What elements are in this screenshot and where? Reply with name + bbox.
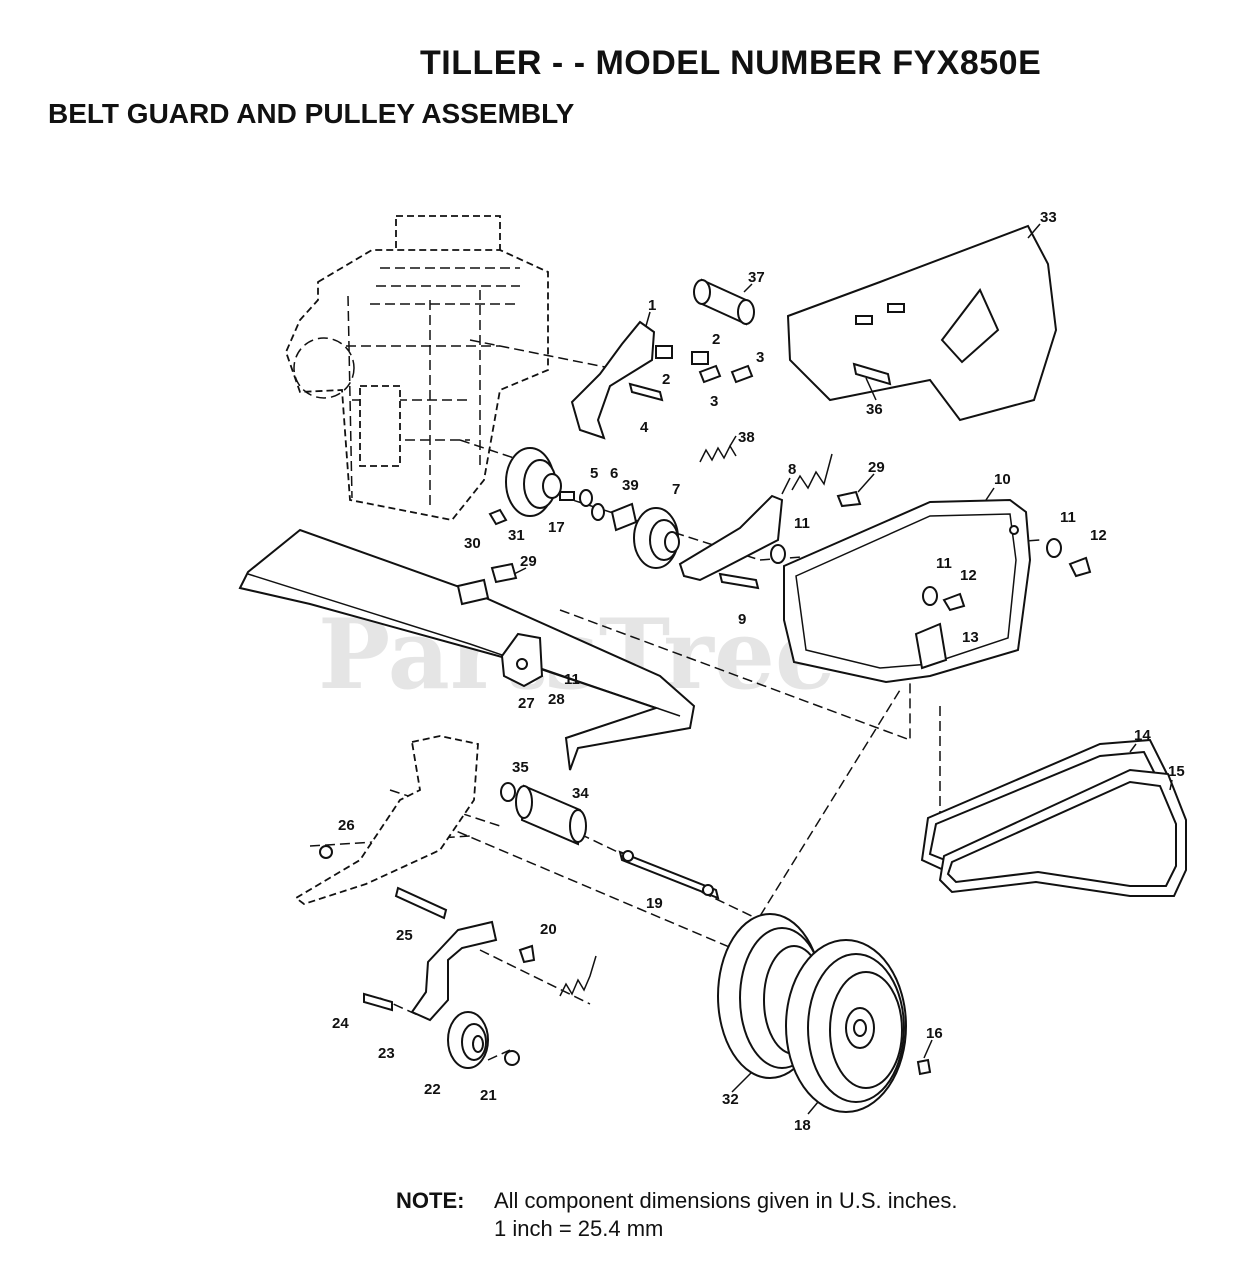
belt-guard-10 bbox=[783, 498, 1032, 684]
callout-33: 33 bbox=[1040, 209, 1057, 226]
callout-6: 6 bbox=[610, 465, 618, 482]
screw-3b bbox=[730, 364, 754, 384]
spring-38 bbox=[699, 444, 737, 463]
callout-37: 37 bbox=[748, 269, 765, 286]
washer-6 bbox=[591, 503, 605, 521]
callout-31: 31 bbox=[508, 527, 525, 544]
callout-27: 27 bbox=[518, 695, 535, 712]
callout-20: 20 bbox=[540, 921, 557, 938]
shaft-19 bbox=[618, 850, 720, 900]
callout-12b: 12 bbox=[960, 567, 977, 584]
spacer-39 bbox=[610, 502, 638, 532]
callout-16: 16 bbox=[926, 1025, 943, 1042]
bolt-4 bbox=[628, 382, 664, 402]
callout-5: 5 bbox=[590, 465, 598, 482]
bracket-13 bbox=[914, 622, 948, 670]
set-screw-30 bbox=[488, 508, 508, 526]
callout-11a: 11 bbox=[794, 515, 810, 532]
callout-11d: 11 bbox=[564, 671, 580, 688]
washer-35 bbox=[500, 782, 516, 802]
callout-39: 39 bbox=[622, 477, 639, 494]
callout-29b: 29 bbox=[868, 459, 885, 476]
spring-idler bbox=[559, 955, 597, 997]
section-subtitle: BELT GUARD AND PULLEY ASSEMBLY bbox=[48, 98, 575, 129]
callout-23: 23 bbox=[378, 1045, 395, 1062]
nut-12b bbox=[942, 592, 966, 612]
callout-38: 38 bbox=[738, 429, 755, 446]
spring-8 bbox=[791, 453, 833, 491]
callout-24: 24 bbox=[332, 1015, 349, 1032]
callout-9: 9 bbox=[738, 611, 746, 628]
washer-5 bbox=[579, 489, 593, 507]
screw-3a bbox=[698, 364, 722, 384]
rear-guard-33 bbox=[786, 224, 1058, 422]
callout-21: 21 bbox=[480, 1087, 497, 1104]
callout-3a: 3 bbox=[756, 349, 764, 366]
large-pulley-18 bbox=[785, 939, 907, 1113]
callout-11c: 11 bbox=[936, 555, 952, 572]
bolt-36 bbox=[852, 362, 892, 386]
callout-34: 34 bbox=[572, 785, 589, 802]
washer-11c bbox=[922, 586, 938, 606]
clip-29b bbox=[490, 562, 518, 584]
callout-22: 22 bbox=[424, 1081, 441, 1098]
clip-2a bbox=[655, 345, 673, 359]
callout-25: 25 bbox=[396, 927, 413, 944]
note-label: NOTE: bbox=[396, 1188, 465, 1213]
callout-14: 14 bbox=[1134, 727, 1151, 744]
callout-7: 7 bbox=[672, 481, 680, 498]
callout-labels: 1 2 2 3 3 4 5 6 7 8 9 10 11 11 11 12 12 … bbox=[332, 209, 1185, 1134]
callout-32: 32 bbox=[722, 1091, 739, 1108]
bracket-1 bbox=[570, 320, 656, 440]
engine-outline bbox=[285, 215, 549, 521]
nut-26 bbox=[319, 845, 333, 859]
idler-arm-8 bbox=[678, 494, 784, 582]
callout-35: 35 bbox=[512, 759, 529, 776]
spacer-37 bbox=[693, 278, 755, 326]
callout-10: 10 bbox=[994, 471, 1011, 488]
belt-15 bbox=[938, 768, 1187, 897]
clip-2b bbox=[691, 351, 709, 365]
callout-1: 1 bbox=[648, 297, 656, 314]
idler-pulley-22 bbox=[447, 1011, 489, 1069]
nut-12a bbox=[1068, 556, 1092, 578]
engine-pulley-31 bbox=[505, 447, 562, 517]
callout-17: 17 bbox=[548, 519, 565, 536]
pin-25 bbox=[394, 886, 448, 920]
callout-2a: 2 bbox=[712, 331, 720, 348]
side-plate bbox=[294, 735, 479, 905]
callout-2b: 2 bbox=[662, 371, 670, 388]
callout-11b: 11 bbox=[1060, 509, 1076, 526]
key-17 bbox=[559, 491, 575, 501]
callout-19: 19 bbox=[646, 895, 663, 912]
bolt-24 bbox=[363, 992, 393, 1012]
callout-36: 36 bbox=[866, 401, 883, 418]
nut-21 bbox=[504, 1050, 520, 1066]
callout-13: 13 bbox=[962, 629, 979, 646]
clip-20 bbox=[518, 944, 536, 964]
page-title: TILLER - - MODEL NUMBER FYX850E bbox=[420, 44, 1042, 82]
key-16 bbox=[916, 1058, 932, 1076]
leader-lines bbox=[513, 223, 1173, 1115]
callout-8: 8 bbox=[788, 461, 796, 478]
note-text-line2: 1 inch = 25.4 mm bbox=[494, 1216, 664, 1241]
callout-12a: 12 bbox=[1090, 527, 1107, 544]
callout-29a: 29 bbox=[520, 553, 537, 570]
callout-26: 26 bbox=[338, 817, 355, 834]
washer-11b bbox=[1046, 538, 1062, 558]
callout-28: 28 bbox=[548, 691, 565, 708]
callout-4: 4 bbox=[640, 419, 649, 436]
note-text-line1: All component dimensions given in U.S. i… bbox=[494, 1188, 958, 1213]
spacer-34 bbox=[515, 784, 587, 846]
idler-bracket-23 bbox=[410, 920, 498, 1022]
callout-3b: 3 bbox=[710, 393, 718, 410]
pulley-7 bbox=[633, 507, 680, 569]
callout-18: 18 bbox=[794, 1117, 811, 1134]
callout-15: 15 bbox=[1168, 763, 1185, 780]
bolt-9 bbox=[718, 572, 760, 590]
callout-30: 30 bbox=[464, 535, 481, 552]
clip-29a bbox=[836, 490, 862, 508]
washer-11a bbox=[770, 544, 786, 564]
